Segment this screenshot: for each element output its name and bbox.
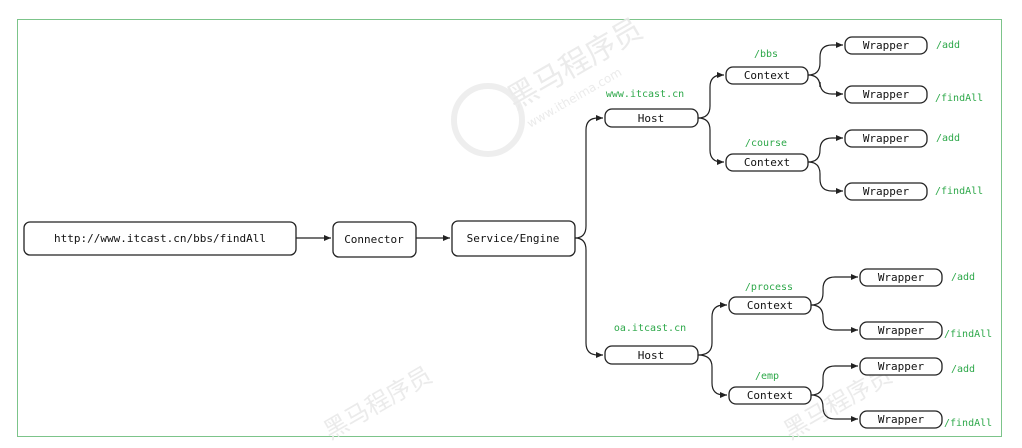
node-host-1: www.itcast.cn Host	[604, 89, 699, 128]
watermark-text-2: 黑马程序员	[319, 361, 437, 445]
node-context-bbs: /bbs Context	[725, 49, 809, 85]
node-wrapper-process-add: Wrapper /add	[859, 268, 975, 287]
node-context-process: /process Context	[728, 282, 812, 315]
watermark-logo	[451, 83, 525, 157]
host-1-label: www.itcast.cn	[606, 89, 684, 100]
wrapper-process-findall-text: Wrapper	[878, 324, 925, 337]
wrapper-bbs-findall-label: /findAll	[935, 93, 983, 104]
context-emp-label: /emp	[755, 371, 779, 382]
edge-engine-host2	[574, 237, 603, 358]
context-course-text: Context	[744, 156, 790, 169]
wrapper-process-add-label: /add	[951, 272, 975, 283]
edge-ctx-bbs-w-find	[807, 74, 843, 97]
edge-ctx-course-w-add	[807, 135, 843, 163]
wrapper-course-add-text: Wrapper	[863, 132, 910, 145]
edge-host1-ctx-bbs	[697, 72, 724, 119]
context-bbs-text: Context	[744, 69, 790, 82]
edge-ctx-process-w-add	[810, 274, 858, 306]
host-2-text: Host	[638, 349, 665, 362]
wrapper-bbs-findall-text: Wrapper	[863, 88, 910, 101]
edge-host2-ctx-process	[697, 302, 727, 356]
edge-ctx-emp-w-find	[810, 394, 858, 422]
node-connector: Connector	[332, 221, 417, 258]
node-context-course: /course Context	[725, 138, 809, 172]
node-context-emp: /emp Context	[728, 371, 812, 405]
wrapper-bbs-add-text: Wrapper	[863, 39, 910, 52]
edge-ctx-emp-w-add	[810, 363, 858, 396]
wrapper-process-add-text: Wrapper	[878, 271, 925, 284]
node-wrapper-bbs-findall: Wrapper /findAll	[844, 85, 983, 104]
host-1-text: Host	[638, 112, 665, 125]
context-bbs-label: /bbs	[754, 49, 778, 60]
host-2-label: oa.itcast.cn	[614, 323, 686, 334]
node-wrapper-emp-add: Wrapper /add	[859, 357, 975, 376]
wrapper-emp-add-label: /add	[951, 364, 975, 375]
edge-ctx-process-w-find	[810, 304, 858, 333]
edge-host1-ctx-course	[697, 117, 724, 165]
node-wrapper-process-findall: Wrapper /findAll	[859, 321, 992, 340]
wrapper-emp-findall-label: /findAll	[944, 418, 992, 429]
edge-ctx-course-w-find	[807, 161, 843, 194]
edge-ctx-bbs-w-add	[807, 42, 843, 76]
node-engine-text: Service/Engine	[467, 232, 560, 245]
wrapper-process-findall-label: /findAll	[944, 329, 992, 340]
context-course-label: /course	[745, 138, 787, 149]
context-process-text: Context	[747, 299, 793, 312]
node-wrapper-emp-findall: Wrapper /findAll	[859, 410, 992, 429]
edge-host2-ctx-emp	[697, 354, 727, 398]
node-url-text: http://www.itcast.cn/bbs/findAll	[54, 232, 266, 245]
node-connector-text: Connector	[344, 233, 404, 246]
context-process-label: /process	[745, 282, 793, 293]
wrapper-emp-add-text: Wrapper	[878, 360, 925, 373]
wrapper-emp-findall-text: Wrapper	[878, 413, 925, 426]
edge-engine-host1	[574, 115, 603, 239]
context-emp-text: Context	[747, 389, 793, 402]
node-engine: Service/Engine	[451, 220, 576, 257]
wrapper-course-add-label: /add	[936, 133, 960, 144]
wrapper-course-findall-text: Wrapper	[863, 185, 910, 198]
wrapper-course-findall-label: /findAll	[935, 186, 983, 197]
node-url: http://www.itcast.cn/bbs/findAll	[23, 221, 297, 256]
node-wrapper-bbs-add: Wrapper /add	[844, 36, 960, 55]
node-host-2: oa.itcast.cn Host	[604, 323, 699, 365]
node-wrapper-course-findall: Wrapper /findAll	[844, 182, 983, 201]
node-wrapper-course-add: Wrapper /add	[844, 129, 960, 148]
wrapper-bbs-add-label: /add	[936, 40, 960, 51]
